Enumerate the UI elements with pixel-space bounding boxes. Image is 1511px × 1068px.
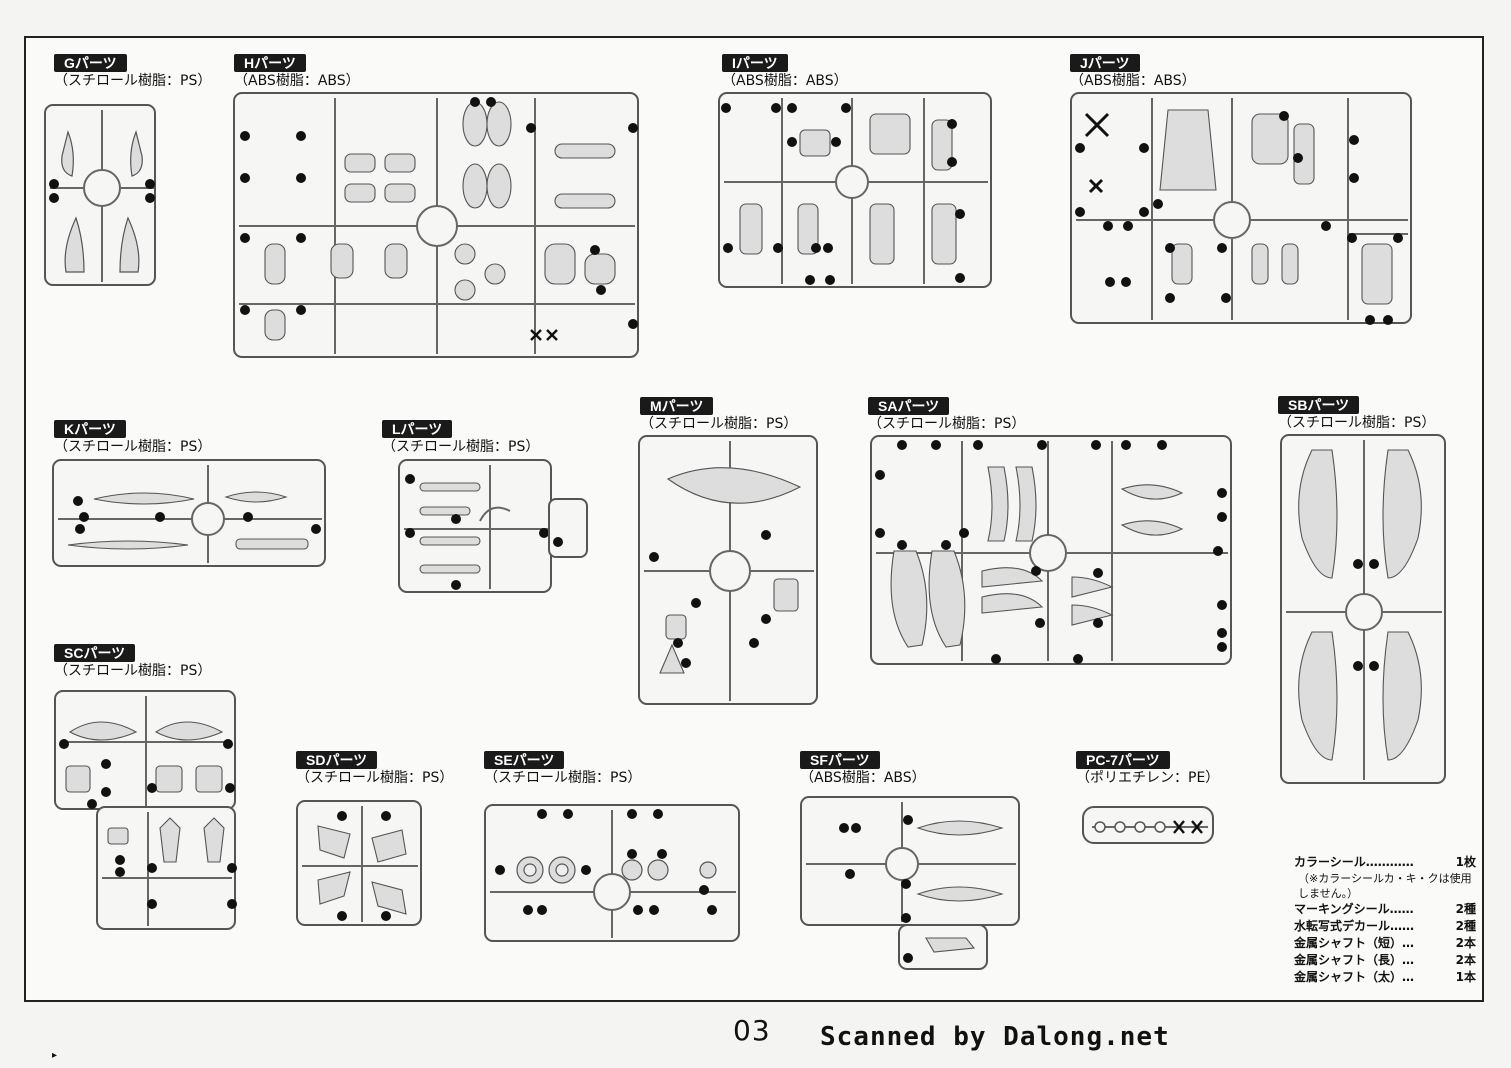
group-material: （スチロール樹脂：PS） <box>54 439 212 455</box>
runner-se <box>484 804 740 942</box>
scan-credit: Scanned by Dalong.net <box>820 1022 1170 1052</box>
runner-l-tab-diagram <box>553 537 563 547</box>
runner-pc7 <box>1082 806 1214 844</box>
group-tag: Hパーツ <box>234 54 306 72</box>
runner-m <box>638 435 818 705</box>
group-tag: Kパーツ <box>54 420 126 438</box>
runner-se-diagram <box>490 809 736 938</box>
legend-count: 1本 <box>1455 970 1476 984</box>
group-tag: SDパーツ <box>296 751 378 769</box>
runner-k <box>52 459 326 567</box>
group-pc7-label: PC-7パーツ （ポリエチレン：PE） <box>1076 750 1219 786</box>
group-material: （スチロール樹脂：PS） <box>1278 415 1436 431</box>
runner-g-diagram <box>49 110 155 282</box>
runner-l-diagram <box>404 465 549 590</box>
runner-sa <box>870 435 1232 665</box>
runner-h-diagram <box>239 97 638 354</box>
legend-color-seal: カラーシール………… 1枚 <box>1294 854 1476 871</box>
group-material: （ABS樹脂：ABS） <box>800 770 926 786</box>
corner-mark-icon: ▸ <box>52 1050 58 1061</box>
legend-label: 金属シャフト（太）… <box>1294 970 1415 984</box>
group-material: （ABS樹脂：ABS） <box>722 73 848 89</box>
legend-label: カラーシール………… <box>1294 855 1414 869</box>
group-material: （スチロール樹脂：PS） <box>54 73 212 89</box>
group-h-label: Hパーツ （ABS樹脂：ABS） <box>234 53 360 89</box>
runner-j <box>1070 92 1412 325</box>
group-tag: SFパーツ <box>800 751 880 769</box>
group-material: （ポリエチレン：PE） <box>1076 770 1220 786</box>
group-sd-label: SDパーツ （スチロール樹脂：PS） <box>296 750 453 786</box>
runner-k-diagram <box>58 465 322 563</box>
group-j-label: Jパーツ （ABS樹脂：ABS） <box>1070 53 1196 89</box>
group-material: （スチロール樹脂：PS） <box>484 770 642 786</box>
group-se-label: SEパーツ （スチロール樹脂：PS） <box>484 750 641 786</box>
runner-l <box>398 459 552 593</box>
runner-sf-tab-diagram <box>903 937 976 963</box>
page-number: 03 <box>733 1014 771 1047</box>
runner-sa-diagram <box>875 440 1228 664</box>
group-tag: Gパーツ <box>54 54 127 72</box>
legend-shaft-thick: 金属シャフト（太）… 1本 <box>1294 969 1476 986</box>
runner-j-diagram <box>1075 98 1408 325</box>
runner-m-diagram <box>644 441 814 701</box>
group-tag: SCパーツ <box>54 644 136 662</box>
group-tag: PC-7パーツ <box>1076 751 1170 769</box>
group-material: （ABS樹脂：ABS） <box>234 73 360 89</box>
group-k-label: Kパーツ （スチロール樹脂：PS） <box>54 419 211 455</box>
runner-sf <box>800 796 1020 926</box>
runner-sc-upper-diagram <box>59 696 235 809</box>
group-sb-label: SBパーツ （スチロール樹脂：PS） <box>1278 395 1435 431</box>
runner-sf-tab <box>898 924 988 970</box>
runner-sb-diagram <box>1286 440 1442 780</box>
legend-note: （※カラーシールカ・キ・クは使用しません。） <box>1298 872 1472 900</box>
group-tag: Lパーツ <box>382 420 453 438</box>
legend-count: 2本 <box>1455 936 1476 950</box>
legend-label: 金属シャフト（長）… <box>1294 953 1415 967</box>
legend-count: 1枚 <box>1455 855 1476 869</box>
legend-label: マーキングシール…… <box>1294 902 1414 916</box>
legend-shaft-long: 金属シャフト（長）… 2本 <box>1294 952 1476 969</box>
runner-g <box>44 104 156 286</box>
runner-sc-lower-diagram <box>102 812 237 926</box>
runner-sd-diagram <box>302 806 418 922</box>
group-tag: Iパーツ <box>722 54 788 72</box>
group-tag: SBパーツ <box>1278 396 1360 414</box>
legend-label: 金属シャフト（短）… <box>1294 936 1415 950</box>
legend-count: 2本 <box>1455 953 1476 967</box>
legend-marking-seal: マーキングシール…… 2種 <box>1294 901 1476 918</box>
group-m-label: Mパーツ （スチロール樹脂：PS） <box>640 396 797 432</box>
group-tag: SAパーツ <box>868 397 950 415</box>
legend-label: 水転写式デカール…… <box>1294 919 1415 933</box>
parts-legend: カラーシール………… 1枚 （※カラーシールカ・キ・クは使用しません。） マーキ… <box>1294 854 1476 986</box>
runner-sc-lower <box>96 806 237 930</box>
group-i-label: Iパーツ （ABS樹脂：ABS） <box>722 53 848 89</box>
legend-count: 2種 <box>1455 919 1476 933</box>
runner-l-tab <box>548 498 588 558</box>
group-material: （スチロール樹脂：PS） <box>296 770 454 786</box>
group-tag: Jパーツ <box>1070 54 1140 72</box>
runner-h <box>233 92 639 358</box>
group-g-label: Gパーツ （スチロール樹脂：PS） <box>54 53 211 89</box>
group-sa-label: SAパーツ （スチロール樹脂：PS） <box>868 396 1025 432</box>
group-sc-label: SCパーツ （スチロール樹脂：PS） <box>54 643 211 679</box>
legend-count: 2種 <box>1455 902 1476 916</box>
runner-sf-diagram <box>806 802 1016 923</box>
legend-shaft-short: 金属シャフト（短）… 2本 <box>1294 935 1476 952</box>
runner-i <box>718 92 992 288</box>
runner-sd <box>296 800 422 926</box>
group-material: （ABS樹脂：ABS） <box>1070 73 1196 89</box>
group-material: （スチロール樹脂：PS） <box>382 439 540 455</box>
group-tag: Mパーツ <box>640 397 714 415</box>
legend-water-decal: 水転写式デカール…… 2種 <box>1294 918 1476 935</box>
group-tag: SEパーツ <box>484 751 565 769</box>
group-sf-label: SFパーツ （ABS樹脂：ABS） <box>800 750 926 786</box>
group-material: （スチロール樹脂：PS） <box>54 663 212 679</box>
runner-sb <box>1280 434 1446 784</box>
group-l-label: Lパーツ （スチロール樹脂：PS） <box>382 419 539 455</box>
runner-sc-upper <box>54 690 236 810</box>
group-material: （スチロール樹脂：PS） <box>640 416 798 432</box>
group-material: （スチロール樹脂：PS） <box>868 416 1026 432</box>
runner-i-diagram <box>721 98 988 285</box>
runner-pc7-diagram <box>1092 820 1208 834</box>
